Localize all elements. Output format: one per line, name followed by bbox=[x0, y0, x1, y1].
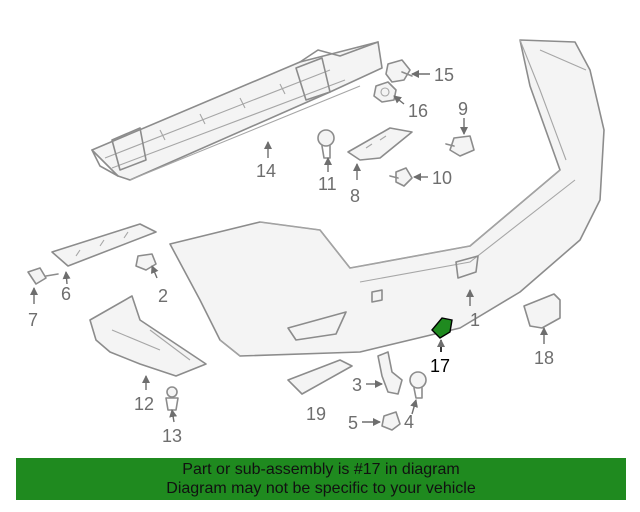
callout-labels: 1 2 3 4 5 6 7 8 9 10 11 12 13 14 15 16 1… bbox=[28, 65, 554, 446]
part-3-bracket[interactable] bbox=[377, 351, 403, 395]
callout-13: 13 bbox=[162, 426, 182, 446]
callout-14: 14 bbox=[256, 161, 276, 181]
callout-9: 9 bbox=[458, 99, 468, 119]
callout-19: 19 bbox=[306, 404, 326, 424]
leader-lines bbox=[30, 70, 548, 426]
part-12-lower-bracket[interactable] bbox=[89, 295, 207, 377]
callout-7: 7 bbox=[28, 310, 38, 330]
callout-4: 4 bbox=[404, 412, 414, 432]
diagram-notice-banner: Part or sub-assembly is #17 in diagram D… bbox=[16, 458, 626, 500]
callout-3: 3 bbox=[352, 375, 362, 395]
callout-10: 10 bbox=[432, 168, 452, 188]
notice-line-disclaimer: Diagram may not be specific to your vehi… bbox=[166, 480, 476, 497]
part-8-bracket[interactable] bbox=[347, 127, 413, 161]
part-17-tow-hook-cap[interactable] bbox=[431, 317, 453, 339]
part-13-clip[interactable] bbox=[165, 386, 179, 411]
part-14-reinforcement-beam[interactable] bbox=[91, 41, 383, 181]
part-6-bracket[interactable] bbox=[51, 223, 157, 267]
callout-2: 2 bbox=[158, 286, 168, 306]
part-15-bolt[interactable] bbox=[385, 59, 413, 83]
part-10-screw[interactable] bbox=[389, 167, 413, 187]
part-7-screw[interactable] bbox=[27, 267, 59, 285]
callout-16: 16 bbox=[408, 101, 428, 121]
part-19-reflector[interactable] bbox=[287, 359, 353, 395]
part-16-nut[interactable] bbox=[373, 81, 397, 103]
callout-17-highlighted: 17 bbox=[430, 356, 450, 376]
callout-12: 12 bbox=[134, 394, 154, 414]
callout-11: 11 bbox=[318, 174, 337, 194]
callout-8: 8 bbox=[350, 186, 360, 206]
part-11-clip[interactable] bbox=[317, 129, 335, 159]
notice-line-part-number: Part or sub-assembly is #17 in diagram bbox=[182, 461, 460, 478]
callout-1: 1 bbox=[470, 310, 480, 330]
callout-18: 18 bbox=[534, 348, 554, 368]
callout-6: 6 bbox=[61, 284, 71, 304]
part-5-nut[interactable] bbox=[381, 411, 401, 431]
callout-5: 5 bbox=[348, 413, 358, 433]
callout-15: 15 bbox=[434, 65, 454, 85]
part-9-bolt[interactable] bbox=[445, 135, 475, 157]
exploded-parts-diagram: 1 2 3 4 5 6 7 8 9 10 11 12 13 14 15 16 1… bbox=[27, 39, 605, 446]
part-4-clip[interactable] bbox=[409, 371, 427, 399]
part-18-cap[interactable] bbox=[523, 293, 561, 329]
part-1-bumper-cover[interactable] bbox=[169, 39, 605, 357]
